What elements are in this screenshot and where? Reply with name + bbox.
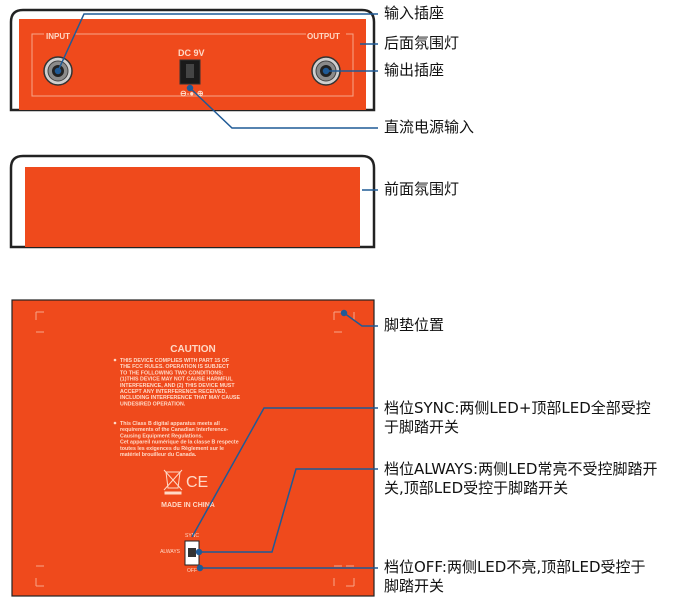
dc-label: DC 9V (178, 48, 205, 58)
fcc-text-line: THE FCC RULES. OPERATION IS SUBJECT (120, 364, 230, 370)
input-label: INPUT (46, 32, 70, 41)
switch-always-label: ALWAYS (160, 549, 181, 555)
rear-panel: INPUT OUTPUT DC 9V ⊖-●-⊕ (9, 8, 376, 112)
switch-off-label: OFF (187, 568, 197, 574)
bottom-plate: CAUTION THIS DEVICE COMPLIES WITH PART 1… (11, 299, 375, 597)
caution-title: CAUTION (170, 344, 216, 355)
fcc-text-line: UNDESIRED OPERATION. (120, 401, 186, 407)
leader-lines (54, 13, 378, 572)
callout-front-ambient-light: 前面氛围灯 (384, 180, 460, 198)
callout-switch-sync: 档位SYNC:两侧LED+顶部LED全部受控于脚踏开关 (384, 399, 651, 436)
fcc-text-bullet (113, 358, 117, 362)
fcc-text-line: (1)THIS DEVICE MAY NOT CAUSE HARMFUL (120, 377, 233, 383)
fcc-statement: THIS DEVICE COMPLIES WITH PART 15 OFTHE … (113, 358, 240, 407)
fcc-text-line: THIS DEVICE COMPLIES WITH PART 15 OF (120, 358, 230, 364)
callout-foot-pad-position: 脚垫位置 (384, 316, 445, 334)
callout-output-jack: 输出插座 (384, 61, 445, 79)
fcc-text-line: INTERFERENCE, AND (2) THIS DEVICE MUST (120, 383, 235, 389)
canada-text-bullet (113, 421, 117, 425)
canada-text-line: toutes les exigences du Règlement sur le (120, 446, 224, 452)
output-label: OUTPUT (307, 32, 340, 41)
foot-pad-marks (35, 311, 355, 587)
dc-jack-icon (179, 59, 201, 85)
weee-icon (163, 469, 183, 495)
canada-text-line: Cet appareil numérique de la classe B re… (120, 440, 239, 446)
made-in-label: MADE IN CHINA (161, 502, 215, 509)
canada-text-line: matériel brouilleur du Canada. (120, 452, 197, 458)
callout-switch-always: 档位ALWAYS:两侧LED常亮不受控脚踏开关,顶部LED受控于脚踏开关 (384, 460, 658, 497)
callout-dc-power-input: 直流电源输入 (384, 118, 475, 136)
callout-switch-off: 档位OFF:两侧LED不亮,顶部LED受控于脚踏开关 (384, 558, 646, 595)
fcc-text-line: ACCEPT ANY INTERFERENCE RECEIVED, (120, 389, 227, 395)
fcc-text-line: TO THE FOLLOWING TWO CONDITIONS: (120, 370, 224, 376)
canada-text-line: requirements of the Canadian Interferenc… (120, 427, 229, 433)
fcc-text-line: INCLUDING INTERFERENCE THAT MAY CAUSE (120, 395, 240, 401)
front-panel (9, 154, 376, 249)
canada-text-line: Causing Equipment Regulations. (120, 433, 204, 439)
ce-mark: CE (186, 474, 208, 491)
canada-text-line: This Class B digital apparatus meets all (120, 421, 220, 427)
canada-statement: This Class B digital apparatus meets all… (113, 421, 239, 458)
polarity-symbol: ⊖-●-⊕ (180, 89, 204, 98)
callout-input-jack: 输入插座 (384, 4, 445, 22)
callout-rear-ambient-light: 后面氛围灯 (384, 34, 460, 52)
